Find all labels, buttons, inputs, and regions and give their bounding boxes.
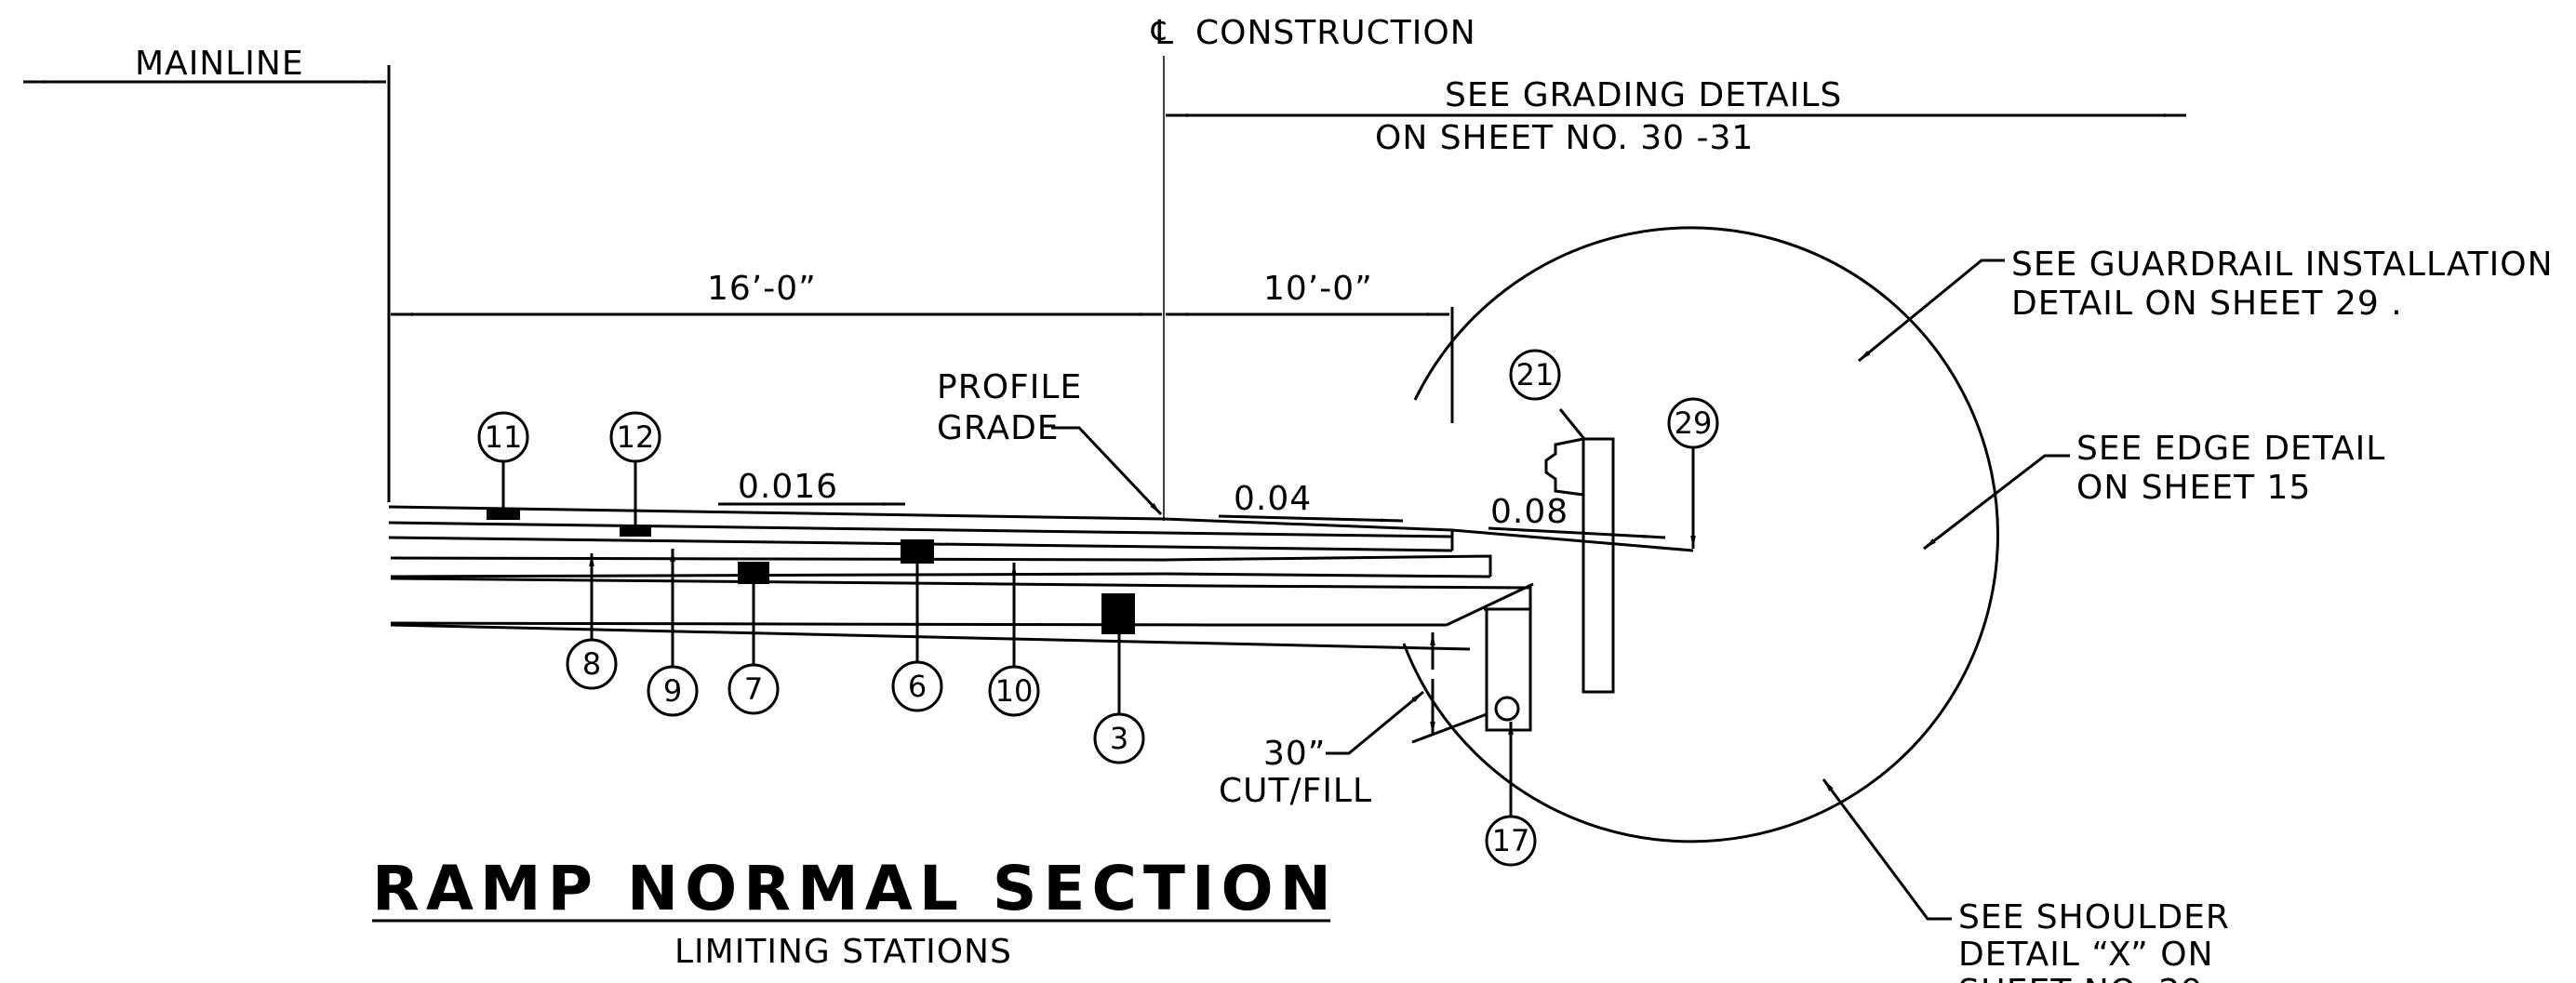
title-text: RAMP NORMAL SECTION <box>372 853 1338 924</box>
callout-3: 3 <box>1093 634 1145 764</box>
callout-29-number: 29 <box>1675 405 1713 441</box>
callout-21-number: 21 <box>1516 357 1555 392</box>
ditch-structure <box>1411 607 1532 744</box>
grading-line-1: SEE GRADING DETAILS <box>1445 76 1842 114</box>
callout-8-number: 8 <box>582 646 601 682</box>
callout-6-number: 6 <box>908 669 927 704</box>
callout-21: 21 <box>1509 349 1561 401</box>
slope-labels: 0.016 0.04 0.08 <box>718 468 1666 539</box>
cut-fill-note: 30” CUT/FILL <box>1219 632 1435 810</box>
guardrail-line-2: DETAIL ON SHEET 29 . <box>2011 285 2403 323</box>
shoulder-note: SEE SHOULDER DETAIL “X” ON SHEET NO. 29 <box>1822 778 2230 983</box>
slope-004: 0.04 <box>1234 480 1312 518</box>
guardrail-line-1: SEE GUARDRAIL INSTALLATION <box>2011 246 2554 284</box>
callout-10-number: 10 <box>995 673 1034 709</box>
construction-centerline: ℄ CONSTRUCTION <box>1151 14 1476 521</box>
callout-6: 6 <box>891 564 943 712</box>
cut-fill-line-2: CUT/FILL <box>1219 772 1372 810</box>
guardrail-post <box>1544 408 1615 694</box>
grading-details-note: SEE GRADING DETAILS ON SHEET NO. 30 -31 <box>1166 76 2186 157</box>
shoulder-line-2: DETAIL “X” ON <box>1958 936 2214 974</box>
edge-line-1: SEE EDGE DETAIL <box>2076 430 2385 468</box>
callout-7: 7 <box>727 584 780 715</box>
callout-17-number: 17 <box>1492 823 1530 858</box>
callout-7-number: 7 <box>744 671 763 707</box>
construction-label: CONSTRUCTION <box>1195 14 1476 52</box>
callout-12-number: 12 <box>617 419 655 455</box>
callout-9-number: 9 <box>663 673 682 709</box>
callout-29: 29 <box>1667 397 1719 549</box>
mainline-label: MAINLINE <box>135 45 304 83</box>
callout-11: 11 <box>477 411 529 509</box>
dimension-16-ft: 16’-0” <box>707 270 817 308</box>
drain-pipe <box>1494 696 1520 722</box>
pavement-layers <box>388 505 1694 651</box>
callout-8: 8 <box>566 553 618 690</box>
callout-10: 10 <box>988 563 1040 717</box>
profile-grade-line-1: PROFILE <box>937 368 1082 406</box>
dimension-10-ft: 10’-0” <box>1263 270 1373 308</box>
width-dimensions: 16’-0” 10’-0” <box>391 270 1454 423</box>
guardrail-note: SEE GUARDRAIL INSTALLATION DETAIL ON SHE… <box>1858 246 2554 363</box>
detail-circle <box>1402 226 2000 844</box>
callout-9: 9 <box>647 549 699 717</box>
callout-17: 17 <box>1485 722 1537 867</box>
section-title: RAMP NORMAL SECTION LIMITING STATIONS <box>372 853 1338 971</box>
callout-12: 12 <box>609 411 661 525</box>
shoulder-line-3: SHEET NO. 29 <box>1958 973 2203 983</box>
grading-line-2: ON SHEET NO. 30 -31 <box>1375 119 1754 157</box>
slope-0016: 0.016 <box>738 468 838 506</box>
slope-008: 0.08 <box>1490 493 1568 531</box>
subtitle-text: LIMITING STATIONS <box>674 933 1012 971</box>
cut-fill-line-1: 30” <box>1263 735 1326 773</box>
edge-line-2: ON SHEET 15 <box>2076 469 2311 507</box>
edge-note: SEE EDGE DETAIL ON SHEET 15 <box>1923 430 2385 551</box>
centerline-symbol: ℄ <box>1151 14 1174 52</box>
callout-3-number: 3 <box>1110 721 1128 756</box>
layer-markers <box>487 509 1135 634</box>
mainline-dimension: MAINLINE <box>23 45 391 502</box>
profile-grade-note: PROFILE GRADE <box>937 368 1163 516</box>
callout-11-number: 11 <box>485 419 523 455</box>
shoulder-line-1: SEE SHOULDER <box>1958 898 2230 937</box>
profile-grade-line-2: GRADE <box>937 409 1060 447</box>
